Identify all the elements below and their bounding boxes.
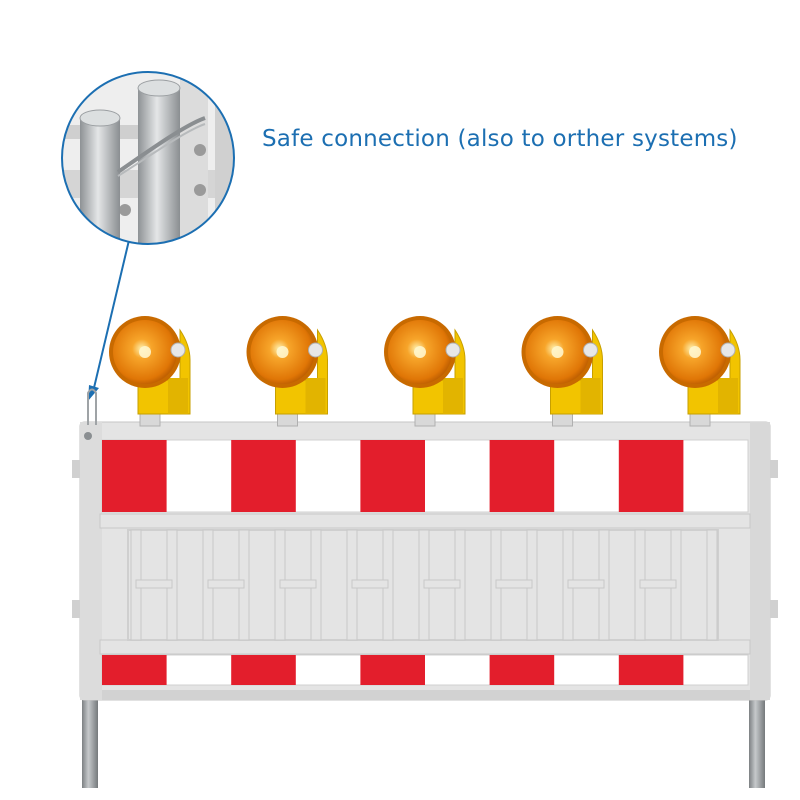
red-reflective-segment	[618, 655, 684, 685]
red-reflective-segment	[102, 440, 167, 512]
red-reflective-segment	[489, 440, 555, 512]
red-reflective-segment	[360, 440, 425, 512]
arrow-pointer-icon	[88, 385, 99, 401]
red-reflective-segment	[360, 655, 425, 685]
red-reflective-segment	[231, 655, 296, 685]
red-reflective-segment	[231, 440, 296, 512]
fence-slats	[127, 529, 719, 641]
warning-lamps	[109, 316, 741, 427]
lower-reflective-panel	[101, 654, 749, 686]
warning-lamp-icon	[659, 316, 741, 427]
caption-safe-connection: Safe connection (also to orther systems)	[262, 126, 738, 152]
upper-reflective-panel	[101, 439, 749, 513]
support-post-right	[749, 690, 765, 788]
red-reflective-segment	[618, 440, 684, 512]
warning-lamp-icon	[246, 316, 328, 427]
red-reflective-segment	[489, 655, 555, 685]
warning-lamp-icon	[109, 316, 191, 427]
fence-slat	[706, 529, 718, 641]
connector-detail-icon	[61, 71, 235, 245]
warning-lamp-icon	[384, 316, 466, 427]
red-reflective-segment	[102, 655, 167, 685]
warning-lamp-icon	[521, 316, 603, 427]
support-post-left	[82, 690, 98, 788]
